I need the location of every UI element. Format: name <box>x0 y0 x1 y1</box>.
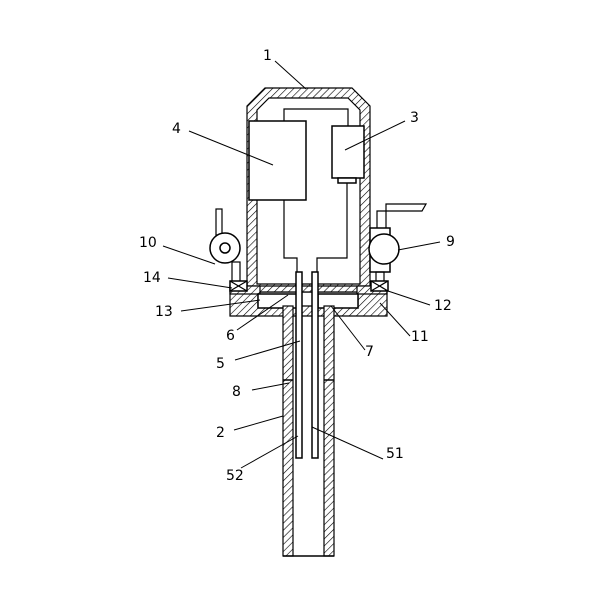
leader-11 <box>379 302 411 337</box>
leader-1 <box>274 60 307 90</box>
label-52: 52 <box>226 468 244 484</box>
label-4: 4 <box>172 121 181 137</box>
label-10: 10 <box>139 235 157 251</box>
leader-9 <box>397 241 441 251</box>
leader-2 <box>233 415 284 431</box>
inner-tube-51 <box>311 271 319 459</box>
right-valve-x2 <box>370 280 389 292</box>
leader-52 <box>240 435 299 469</box>
wire-left <box>283 200 298 272</box>
label-12: 12 <box>434 298 452 314</box>
right-gauge-icon <box>368 233 400 265</box>
block-4 <box>248 120 307 201</box>
inner-tube-52 <box>295 271 303 459</box>
component-3 <box>331 125 365 179</box>
component-3-cap <box>337 177 357 184</box>
left-gauge-stem <box>215 208 223 236</box>
label-7: 7 <box>365 344 374 360</box>
leader-7 <box>330 305 366 351</box>
label-9: 9 <box>446 234 455 250</box>
leader-12 <box>384 289 431 306</box>
label-8: 8 <box>232 384 241 400</box>
label-14: 14 <box>143 270 161 286</box>
leader-10 <box>162 245 216 265</box>
leader-51 <box>311 426 384 460</box>
left-valve-x2 <box>229 280 248 292</box>
leader-13 <box>180 299 261 312</box>
label-5: 5 <box>216 356 225 372</box>
wire-top <box>283 108 349 126</box>
tube-wall-right <box>323 305 335 557</box>
label-6: 6 <box>226 328 235 344</box>
wire-right <box>316 183 348 272</box>
left-gauge-center <box>219 242 231 254</box>
leader-5 <box>234 340 301 361</box>
leader-3 <box>344 120 406 151</box>
leader-14 <box>167 277 233 289</box>
label-1: 1 <box>263 48 272 64</box>
right-gauge-pipe-top <box>376 203 428 228</box>
leader-4 <box>188 130 274 166</box>
label-51: 51 <box>386 446 404 462</box>
leader-8 <box>251 382 290 391</box>
label-2: 2 <box>216 425 225 441</box>
leader-6 <box>236 294 289 331</box>
label-11: 11 <box>411 329 429 345</box>
label-13: 13 <box>155 304 173 320</box>
left-gauge-pipe <box>231 261 241 283</box>
label-3: 3 <box>410 110 419 126</box>
